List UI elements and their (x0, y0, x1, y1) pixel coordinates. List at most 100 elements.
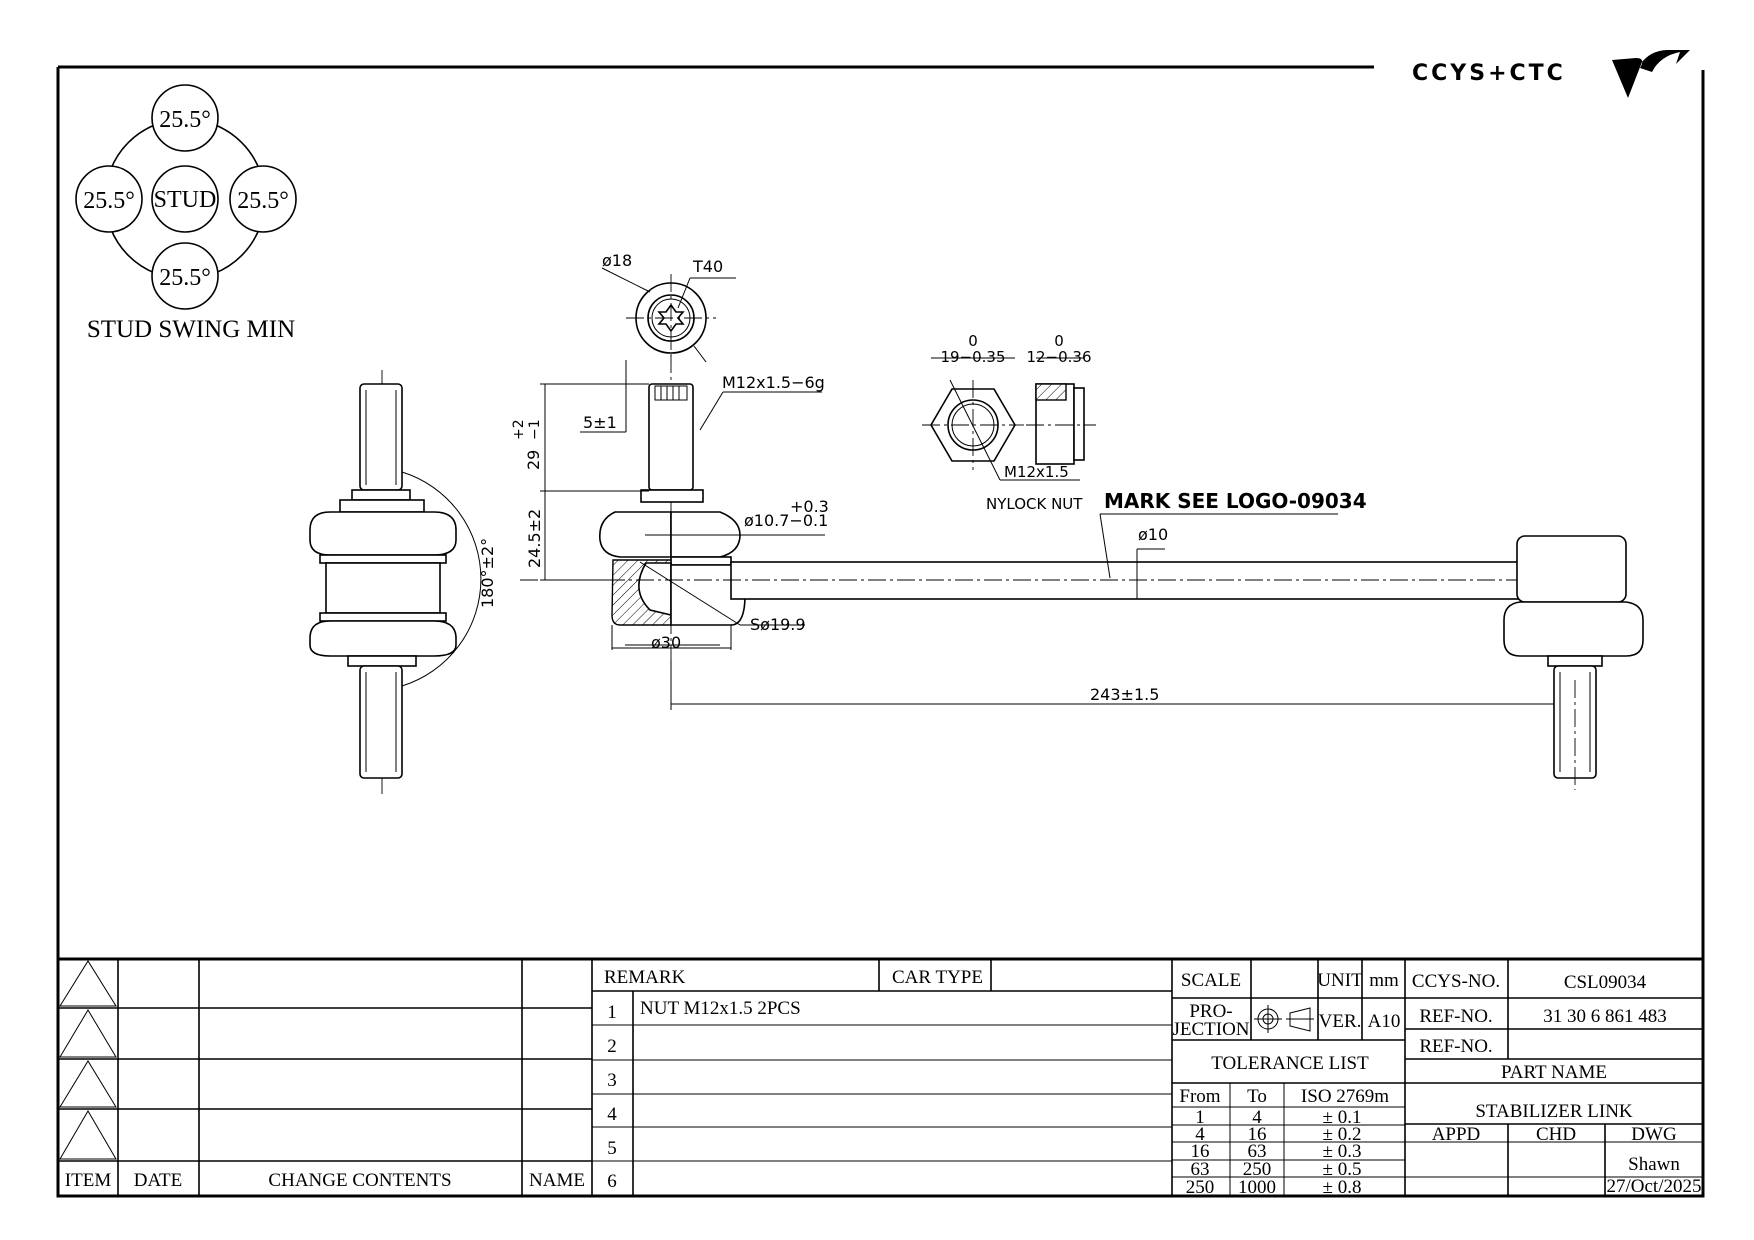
bar-dia-dim: ø10 (1138, 525, 1168, 544)
svg-text:± 0.1: ± 0.1 (1323, 1107, 1362, 1128)
svg-text:6: 6 (607, 1171, 617, 1192)
header-name: NAME (529, 1170, 585, 1191)
side-view: 180°±2° (309, 370, 497, 795)
torx-dim: T40 (692, 257, 723, 276)
svg-text:1000: 1000 (1238, 1177, 1276, 1198)
third-angle-projection-icon (1254, 1005, 1314, 1033)
tolerance-row: 250 1000 ± 0.8 (1186, 1177, 1362, 1198)
revision-triangle (59, 1110, 117, 1160)
svg-text:± 0.5: ± 0.5 (1323, 1159, 1362, 1180)
remark-row: 3 (607, 1070, 617, 1091)
ver-value: A10 (1368, 1011, 1401, 1032)
svg-text:5: 5 (607, 1138, 617, 1159)
boot-dia-dim: ø10.7−0.1 (744, 511, 828, 530)
projection-label-1: PRO- (1189, 1001, 1232, 1022)
svg-text:16: 16 (1248, 1124, 1267, 1145)
housing-dia-dim: ø30 (651, 633, 681, 652)
svg-text:4: 4 (607, 1104, 617, 1125)
tolerance-row: 4 16 ± 0.2 (1195, 1124, 1361, 1145)
header-item: ITEM (65, 1170, 112, 1191)
remark-header: REMARK (604, 967, 686, 988)
unit-label: UNIT (1317, 970, 1363, 991)
header-date: DATE (134, 1170, 183, 1191)
revision-triangle (59, 960, 117, 1007)
tolerance-row: 63 250 ± 0.5 (1191, 1159, 1362, 1180)
dwg-label: DWG (1631, 1124, 1677, 1145)
nylock-nut-views: 0 19−0.35 0 12−0.36 M12x1.5 NYLOCK NUT (922, 332, 1096, 513)
drawn-by: Shawn (1628, 1154, 1680, 1175)
tolerance-row: 1 4 ± 0.1 (1195, 1107, 1361, 1128)
tol-header-iso: ISO 2769m (1301, 1086, 1389, 1107)
boot-dia-upper-tol: +0.3 (790, 497, 829, 516)
stud-length-dim: 29 (524, 450, 543, 470)
svg-text:MARK SEE LOGO-09034: MARK SEE LOGO-09034 (1104, 489, 1367, 513)
company-logo: CCYS+CTC (1412, 50, 1690, 98)
appd-label: APPD (1432, 1124, 1481, 1145)
svg-text:2: 2 (607, 1036, 617, 1057)
remark-row: 6 (607, 1171, 617, 1192)
svg-text:NUT M12x1.5 2PCS: NUT M12x1.5 2PCS (640, 998, 801, 1019)
revision-triangle (59, 1009, 117, 1058)
nut-height-dim: 12−0.36 (1026, 348, 1091, 366)
right-ball-joint (1503, 535, 1644, 790)
ref-no-value: 31 30 6 861 483 (1543, 1006, 1667, 1027)
ball-dia-dim: Sø19.9 (750, 615, 806, 634)
ball-height-dim: 24.5±2 (525, 509, 544, 568)
car-type-label: CAR TYPE (892, 967, 983, 988)
remark-row: 2 (607, 1036, 617, 1057)
scale-tolerance-block: SCALE UNIT mm PRO- JECTION VER. A10 TOLE… (1172, 959, 1406, 1198)
front-section-view: M12x1.5−6g 5±1 29 +2 −1 24.5±2 +0.3 ø10.… (511, 355, 1590, 710)
title-block: CCYS-NO. CSL09034 REF-NO. 31 30 6 861 48… (1405, 959, 1703, 1197)
swing-angle-right: 25.5° (237, 188, 289, 214)
remark-row: 5 (607, 1138, 617, 1159)
svg-text:16: 16 (1191, 1141, 1210, 1162)
svg-text:63: 63 (1191, 1159, 1210, 1180)
svg-text:63: 63 (1248, 1141, 1267, 1162)
ver-label: VER. (1319, 1011, 1362, 1032)
svg-text:4: 4 (1252, 1107, 1262, 1128)
tolerance-row: 16 63 ± 0.3 (1191, 1141, 1362, 1162)
unit-value: mm (1369, 970, 1399, 991)
drawing-date: 27/Oct/2025 (1607, 1176, 1702, 1197)
revision-table: ITEM DATE CHANGE CONTENTS NAME (56, 957, 1705, 1198)
scale-label: SCALE (1181, 970, 1241, 991)
svg-text:CCYS+CTC: CCYS+CTC (1412, 61, 1566, 86)
svg-text:1: 1 (607, 1002, 617, 1023)
svg-text:± 0.2: ± 0.2 (1323, 1124, 1362, 1145)
remark-row: 4 (607, 1104, 617, 1125)
revision-triangle (59, 1060, 117, 1108)
svg-text:1: 1 (1195, 1107, 1205, 1128)
nut-label: NYLOCK NUT (986, 495, 1083, 513)
nut-width-dim: 19−0.35 (940, 348, 1005, 366)
stud-angle-dim: 180°±2° (478, 538, 497, 608)
hex-depth-dim: 5±1 (583, 413, 617, 432)
mark-note: MARK SEE LOGO-09034 (1099, 489, 1367, 579)
tol-header-to: To (1247, 1086, 1267, 1107)
tolerance-title: TOLERANCE LIST (1211, 1053, 1369, 1074)
stud-head-top-view: ø18 T40 (601, 251, 736, 363)
stud-length-upper-tol: +2 (511, 419, 527, 440)
center-distance-dim: 243±1.5 (1090, 685, 1159, 704)
ccys-no-value: CSL09034 (1564, 972, 1647, 993)
header-change-contents: CHANGE CONTENTS (268, 1170, 451, 1191)
svg-text:± 0.8: ± 0.8 (1323, 1177, 1362, 1198)
svg-text:± 0.3: ± 0.3 (1323, 1141, 1362, 1162)
chd-label: CHD (1536, 1124, 1576, 1145)
ref-no-label: REF-NO. (1419, 1006, 1492, 1027)
swing-caption: STUD SWING MIN (87, 316, 295, 343)
svg-text:3: 3 (607, 1070, 617, 1091)
ref-no2-label: REF-NO. (1419, 1036, 1492, 1057)
head-dia-dim: ø18 (602, 251, 632, 270)
svg-text:250: 250 (1243, 1159, 1272, 1180)
svg-text:4: 4 (1195, 1124, 1205, 1145)
swing-angle-top: 25.5° (159, 107, 211, 133)
tol-header-from: From (1179, 1086, 1220, 1107)
part-name-value: STABILIZER LINK (1475, 1101, 1633, 1122)
swing-angle-left: 25.5° (83, 188, 135, 214)
projection-label-2: JECTION (1172, 1019, 1249, 1040)
nut-thread-dim: M12x1.5 (1004, 463, 1069, 481)
svg-text:250: 250 (1186, 1177, 1215, 1198)
part-name-label: PART NAME (1501, 1062, 1607, 1083)
